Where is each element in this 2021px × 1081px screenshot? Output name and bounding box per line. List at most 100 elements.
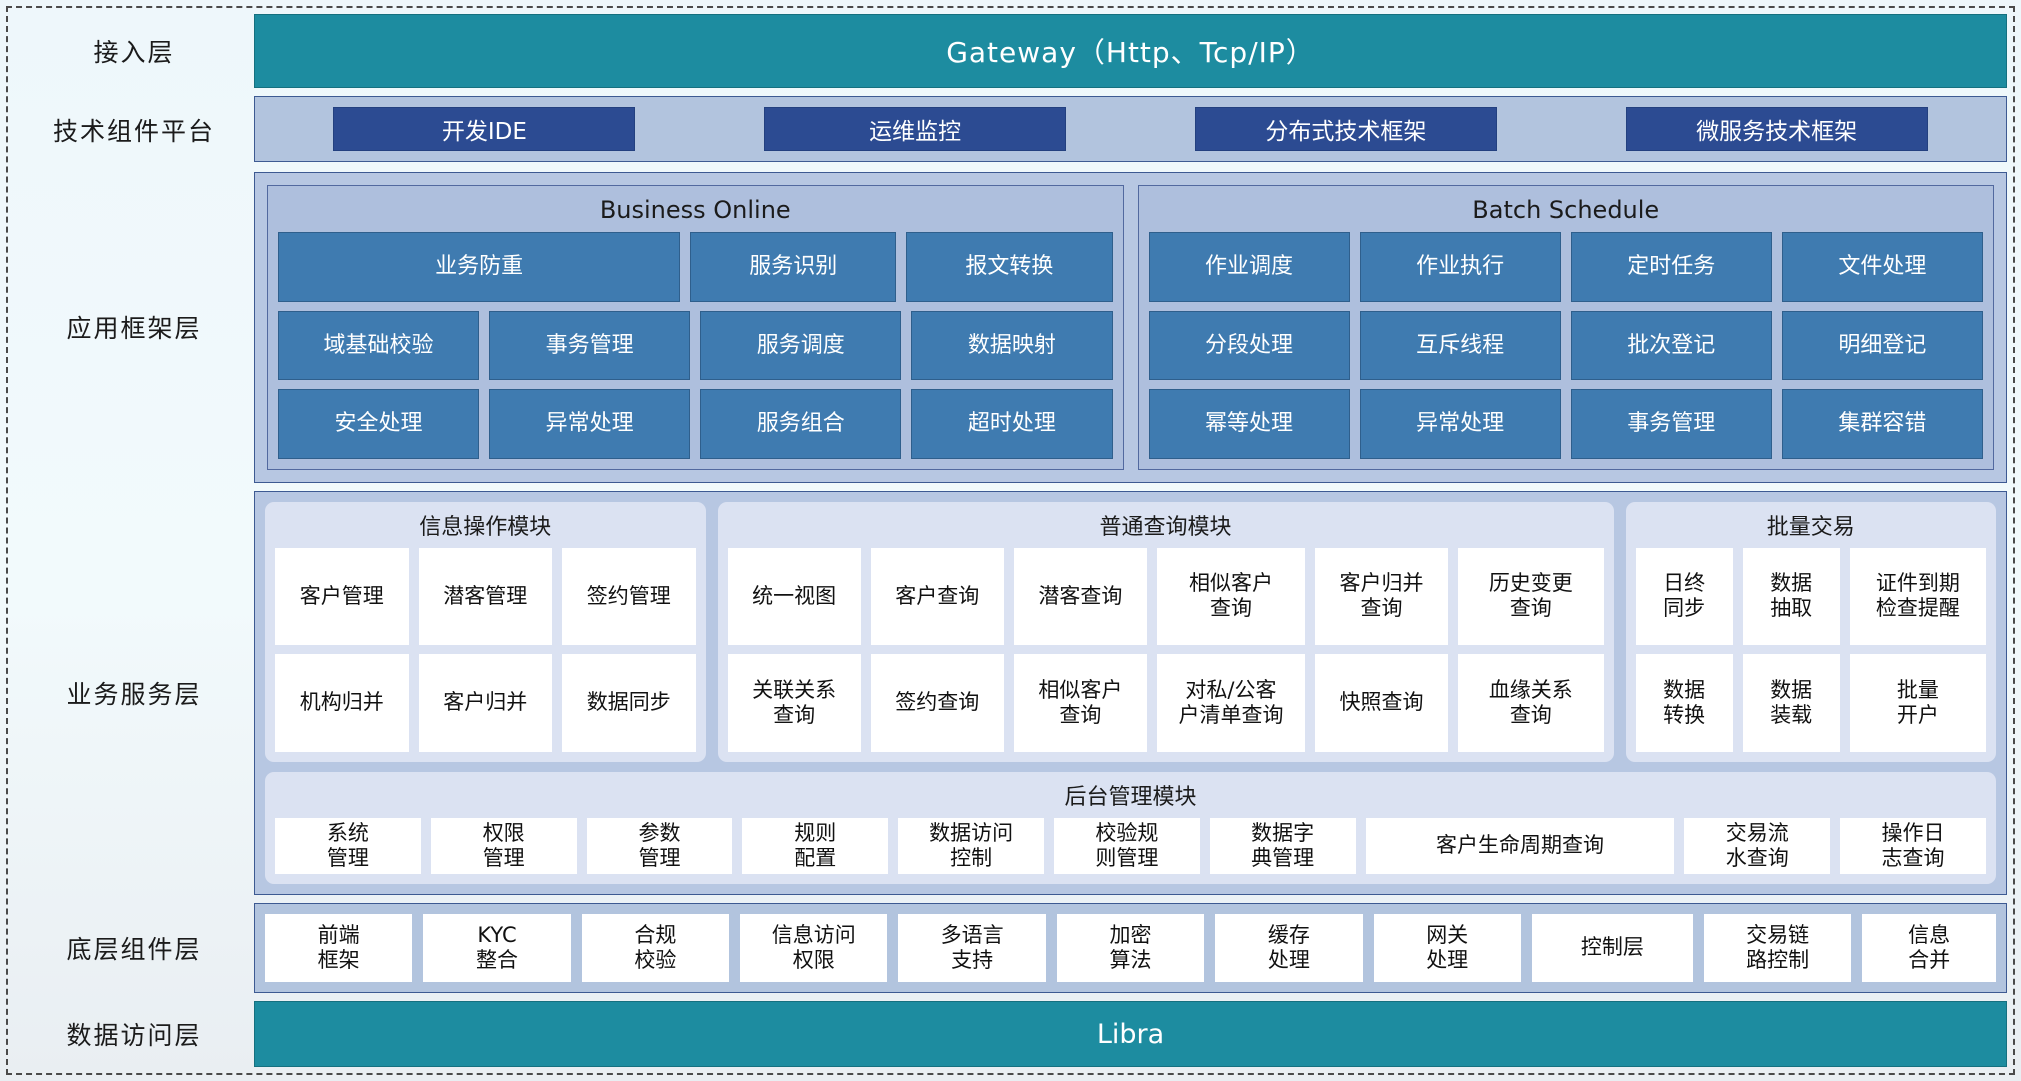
cell-data-mapping[interactable]: 数据映射 [911,310,1113,381]
cell-batch-account-opening[interactable]: 批量开户 [1849,654,1986,752]
cell-exception-processing-batch[interactable]: 异常处理 [1359,389,1561,459]
layer-label-data-access: 数据访问层 [66,1021,202,1050]
cell-multilanguage-support[interactable]: 多语言支持 [898,914,1046,982]
app-framework-band: Business Online 业务防重 服务识别 报文转换 域基础校验 事务管… [254,172,2007,483]
tech-chip-dev-ide[interactable]: 开发IDE [333,107,636,151]
cell-certificate-expiry-reminder[interactable]: 证件到期检查提醒 [1849,547,1986,646]
cell-exception-processing-online[interactable]: 异常处理 [489,389,691,459]
mod-row: 关联关系查询 签约查询 相似客户查询 对私/公客户清单查询 快照查询 血缘关系查… [727,654,1604,752]
cell-detail-registration[interactable]: 明细登记 [1781,310,1983,381]
cell-data-access-control[interactable]: 数据访问控制 [898,817,1044,874]
cell-service-composition[interactable]: 服务组合 [700,389,902,459]
panel-grid-batch-schedule: 作业调度 作业执行 定时任务 文件处理 分段处理 互斥线程 批次登记 明细登记 [1148,232,1983,459]
cell-validation-rule-management[interactable]: 校验规则管理 [1053,817,1200,874]
cell-cluster-fault-tolerance[interactable]: 集群容错 [1781,389,1983,459]
cell-customer-merge-query[interactable]: 客户归并查询 [1314,547,1449,646]
cell-prospect-management[interactable]: 潜客管理 [418,547,552,646]
cell-snapshot-query[interactable]: 快照查询 [1314,654,1449,752]
cell-transaction-flow-query[interactable]: 交易流水查询 [1684,817,1831,874]
mod-row: 数据转换 数据装载 批量开户 [1635,654,1986,752]
cell-mutex-thread[interactable]: 互斥线程 [1359,310,1561,381]
layer-label-business-service: 业务服务层 [66,679,202,709]
layer-label-app-framework: 应用框架层 [66,314,202,344]
business-modules-row: 信息操作模块 客户管理 潜客管理 签约管理 机构归并 客户归并 [265,501,1996,762]
cell-frontend-framework[interactable]: 前端框架 [265,914,413,982]
gateway-band[interactable]: Gateway（Http、Tcp/IP） [254,14,2007,88]
cell-end-of-day-sync[interactable]: 日终同步 [1635,547,1733,646]
cell-job-execution[interactable]: 作业执行 [1359,232,1561,302]
cell-idempotent-processing[interactable]: 幂等处理 [1148,389,1350,459]
cell-transaction-management-batch[interactable]: 事务管理 [1570,389,1772,459]
cell-gateway-processing[interactable]: 网关处理 [1373,914,1521,982]
cell-data-conversion[interactable]: 数据转换 [1635,654,1733,752]
cell-private-public-customer-list-query[interactable]: 对私/公客户清单查询 [1156,654,1305,752]
cell-customer-query[interactable]: 客户查询 [870,547,1004,646]
cell-permission-management[interactable]: 权限管理 [430,817,577,874]
module-info-operation: 信息操作模块 客户管理 潜客管理 签约管理 机构归并 客户归并 [265,501,706,762]
module-batch-transaction: 批量交易 日终同步 数据抽取 证件到期检查提醒 数据转换 数据装载 [1625,501,1996,762]
cell-info-merge[interactable]: 信息合并 [1862,914,1996,982]
cell-operation-log-query[interactable]: 操作日志查询 [1840,817,1986,874]
cell-segment-processing[interactable]: 分段处理 [1148,310,1350,381]
cell-service-identification[interactable]: 服务识别 [690,232,897,302]
module-title-batch-transaction: 批量交易 [1766,514,1855,540]
cell-compliance-validation[interactable]: 合规校验 [581,914,730,982]
layer-body-access: Gateway（Http、Tcp/IP） [254,14,2007,88]
grid-row: 幂等处理 异常处理 事务管理 集群容错 [1148,389,1983,459]
cell-customer-management[interactable]: 客户管理 [275,547,409,646]
cell-domain-base-validation[interactable]: 域基础校验 [278,310,480,381]
cell-history-change-query[interactable]: 历史变更查询 [1458,547,1604,646]
cell-data-sync[interactable]: 数据同步 [562,654,696,752]
layer-row-access: 接入层 Gateway（Http、Tcp/IP） [14,14,2007,88]
layer-label-tech-platform: 技术组件平台 [52,117,215,146]
module-grid-batch-transaction: 日终同步 数据抽取 证件到期检查提醒 数据转换 数据装载 批量开户 [1635,547,1986,752]
cell-transaction-management-online[interactable]: 事务管理 [489,310,691,381]
cell-service-scheduling[interactable]: 服务调度 [700,310,902,381]
tech-chip-ops-monitor[interactable]: 运维监控 [764,107,1067,151]
cell-data-loading[interactable]: 数据装载 [1742,654,1840,752]
cell-similar-customer-query-2[interactable]: 相似客户查询 [1013,654,1147,752]
cell-similar-customer-query-1[interactable]: 相似客户查询 [1156,547,1305,646]
cell-encryption-algorithm[interactable]: 加密算法 [1056,914,1205,982]
cell-cache-processing[interactable]: 缓存处理 [1215,914,1363,982]
cell-system-management[interactable]: 系统管理 [275,817,421,874]
cell-file-processing[interactable]: 文件处理 [1781,232,1983,302]
cell-data-dictionary-management[interactable]: 数据字典管理 [1209,817,1356,874]
cell-data-extraction[interactable]: 数据抽取 [1742,547,1840,646]
cell-unified-view[interactable]: 统一视图 [727,547,861,646]
tech-chip-microservice-framework[interactable]: 微服务技术框架 [1625,107,1928,151]
module-title-info-operation: 信息操作模块 [419,514,552,540]
grid-row: 作业调度 作业执行 定时任务 文件处理 [1148,232,1983,302]
cell-timeout-processing[interactable]: 超时处理 [911,389,1113,459]
cell-lineage-relationship-query[interactable]: 血缘关系查询 [1458,654,1604,752]
cell-contract-management[interactable]: 签约管理 [562,547,696,646]
cell-message-conversion[interactable]: 报文转换 [906,232,1113,302]
cell-job-scheduling[interactable]: 作业调度 [1148,232,1350,302]
cell-customer-merge[interactable]: 客户归并 [418,654,552,752]
cell-rule-configuration[interactable]: 规则配置 [742,817,889,874]
cell-security-processing[interactable]: 安全处理 [278,389,480,459]
cell-business-anti-duplication[interactable]: 业务防重 [278,232,681,302]
cell-control-layer[interactable]: 控制层 [1531,914,1693,982]
cell-institution-merge[interactable]: 机构归并 [275,654,409,752]
cell-contract-query[interactable]: 签约查询 [870,654,1004,752]
cell-parameter-management[interactable]: 参数管理 [586,817,733,874]
layer-label-bottom-components: 底层组件层 [66,935,202,964]
cell-batch-registration[interactable]: 批次登记 [1570,310,1772,381]
grid-row: 业务防重 服务识别 报文转换 [278,232,1113,302]
tech-chip-distributed-framework[interactable]: 分布式技术框架 [1194,107,1497,151]
module-admin-management: 后台管理模块 系统管理 权限管理 参数管理 规则配置 数据访问控制 校验规则管理… [265,771,1996,884]
panel-title-batch-schedule: Batch Schedule [1472,196,1660,224]
cell-info-access-permission[interactable]: 信息访问权限 [740,914,888,982]
cell-relationship-query[interactable]: 关联关系查询 [727,654,861,752]
cell-prospect-query[interactable]: 潜客查询 [1013,547,1147,646]
libra-band[interactable]: Libra [254,1001,2007,1067]
panel-batch-schedule: Batch Schedule 作业调度 作业执行 定时任务 文件处理 分段处理 … [1137,185,1994,470]
cell-timed-task[interactable]: 定时任务 [1570,232,1772,302]
cell-customer-lifecycle-query[interactable]: 客户生命周期查询 [1365,817,1675,874]
cell-transaction-chain-control[interactable]: 交易链路控制 [1703,914,1852,982]
